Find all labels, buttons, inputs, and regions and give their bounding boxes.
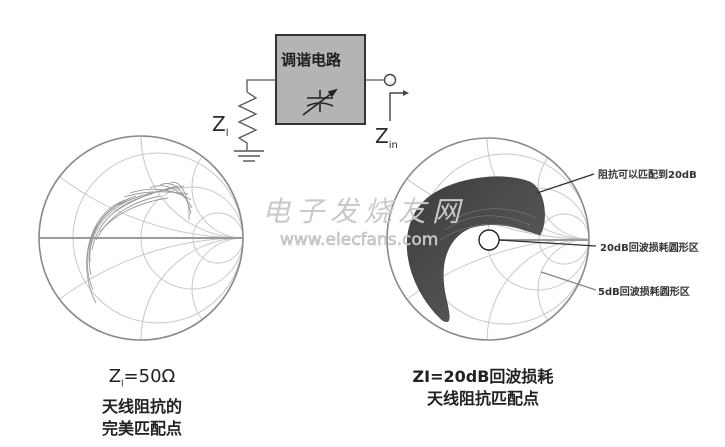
ground-icon <box>234 150 264 162</box>
impedance-symbol: Z <box>212 112 226 136</box>
formula-subscript: l <box>121 379 124 390</box>
leader-line-region <box>536 173 595 194</box>
tuning-circuit-label: 调谐电路 <box>281 51 342 69</box>
output-terminal-icon <box>383 73 397 87</box>
tuning-circuit <box>234 34 409 162</box>
caption-line-2: 完美匹配点 <box>101 418 182 438</box>
left-chart-caption: Zl=50Ω 天线阻抗的 完美匹配点 <box>62 366 222 440</box>
leader-line-5db <box>540 271 597 291</box>
leader-line-20db <box>498 239 597 247</box>
caption-line-1: ZI=20dB回波损耗 <box>412 367 554 386</box>
smith-outer-circle <box>386 137 590 341</box>
impedance-subscript: l <box>225 128 229 139</box>
watermark-url: www.elecfans.com <box>280 230 439 251</box>
annotation-5db-circle: 5dB回波损耗圆形区 <box>598 287 690 298</box>
return-loss-20db-circle <box>478 229 500 251</box>
formula-value: =50Ω <box>123 366 176 387</box>
impedance-arrow-icon <box>389 90 409 121</box>
resistor-icon <box>237 79 276 150</box>
smith-chart-right <box>386 137 597 341</box>
impedance-subscript: in <box>388 140 398 151</box>
matchable-region <box>406 176 545 322</box>
smith-chart-left <box>38 135 244 341</box>
source-impedance-label: Zl <box>212 112 228 139</box>
impedance-trajectory <box>86 181 193 304</box>
formula-symbol: Z <box>108 366 122 387</box>
impedance-symbol: Z <box>375 124 389 148</box>
input-impedance-label: Zin <box>375 124 398 151</box>
variable-capacitor-icon <box>302 88 338 116</box>
watermark-cn: 电子发烧友网 <box>262 195 467 228</box>
caption-line-2: 天线阻抗匹配点 <box>426 389 539 408</box>
caption-line-1: 天线阻抗的 <box>101 396 182 416</box>
annotation-20db-circle: 20dB回波损耗圆形区 <box>600 243 699 254</box>
annotation-matchable-region: 阻抗可以匹配到20dB <box>598 170 697 181</box>
right-chart-caption: ZI=20dB回波损耗 天线阻抗匹配点 <box>388 366 578 410</box>
caption-formula: Zl=50Ω <box>62 366 222 396</box>
